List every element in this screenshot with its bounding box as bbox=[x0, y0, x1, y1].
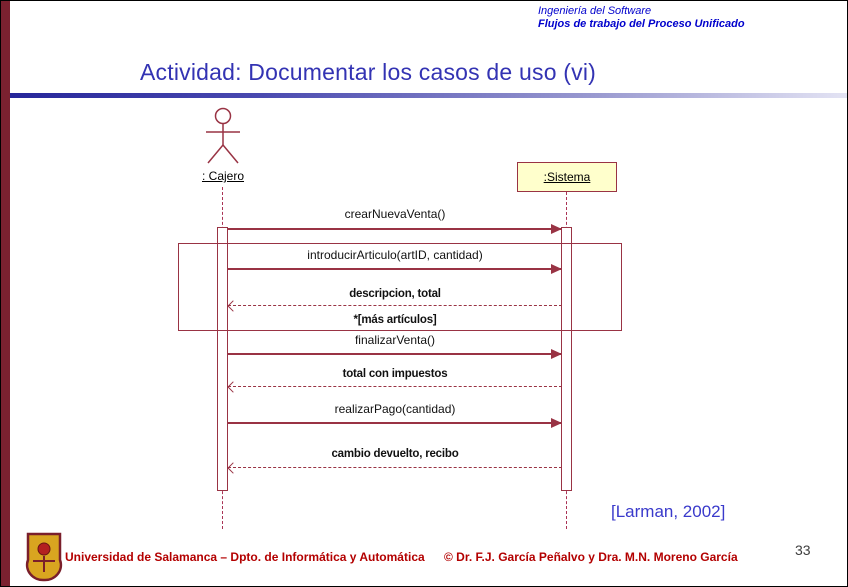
title-divider bbox=[10, 93, 847, 98]
message-label: total con impuestos bbox=[342, 368, 448, 380]
actor-label: : Cajero bbox=[201, 169, 245, 183]
message-label: crearNuevaVenta() bbox=[344, 207, 446, 221]
loop-frame bbox=[178, 243, 622, 331]
activation-bar-cajero bbox=[217, 227, 228, 491]
message-arrow-right bbox=[228, 224, 562, 234]
header-module-title: Flujos de trabajo del Proceso Unificado bbox=[538, 18, 745, 30]
header-course-title: Ingeniería del Software bbox=[538, 5, 652, 17]
message-arrow-right bbox=[228, 264, 562, 274]
message-arrow-right bbox=[228, 418, 562, 428]
page-number: 33 bbox=[795, 542, 811, 558]
activation-bar-sistema bbox=[561, 227, 572, 491]
footer-institution: Universidad de Salamanca – Dpto. de Info… bbox=[65, 550, 425, 564]
page-title: Actividad: Documentar los casos de uso (… bbox=[140, 59, 597, 85]
message-label: finalizarVenta() bbox=[354, 333, 436, 347]
message-label: introducirArticulo(artID, cantidad) bbox=[307, 248, 483, 262]
system-label: :Sistema bbox=[543, 170, 591, 184]
message-label: descripcion, total bbox=[349, 288, 441, 300]
footer-copyright: © Dr. F.J. García Peñalvo y Dra. M.N. Mo… bbox=[444, 550, 738, 564]
message-arrow-left bbox=[228, 386, 562, 387]
message-label: realizarPago(cantidad) bbox=[334, 402, 456, 416]
university-logo-icon bbox=[25, 532, 63, 582]
slide-header: Ingeniería del Software Flujos de trabaj… bbox=[538, 5, 745, 31]
citation: [Larman, 2002] bbox=[611, 502, 726, 521]
system-object-box: :Sistema bbox=[517, 162, 617, 192]
actor-icon bbox=[206, 107, 240, 164]
left-accent-bar bbox=[1, 1, 10, 586]
loop-iteration-label: *[más artículos] bbox=[353, 314, 437, 326]
message-arrow-left bbox=[228, 467, 562, 468]
message-arrow-left bbox=[228, 305, 562, 306]
message-arrow-right bbox=[228, 349, 562, 359]
message-label: cambio devuelto, recibo bbox=[331, 448, 459, 460]
